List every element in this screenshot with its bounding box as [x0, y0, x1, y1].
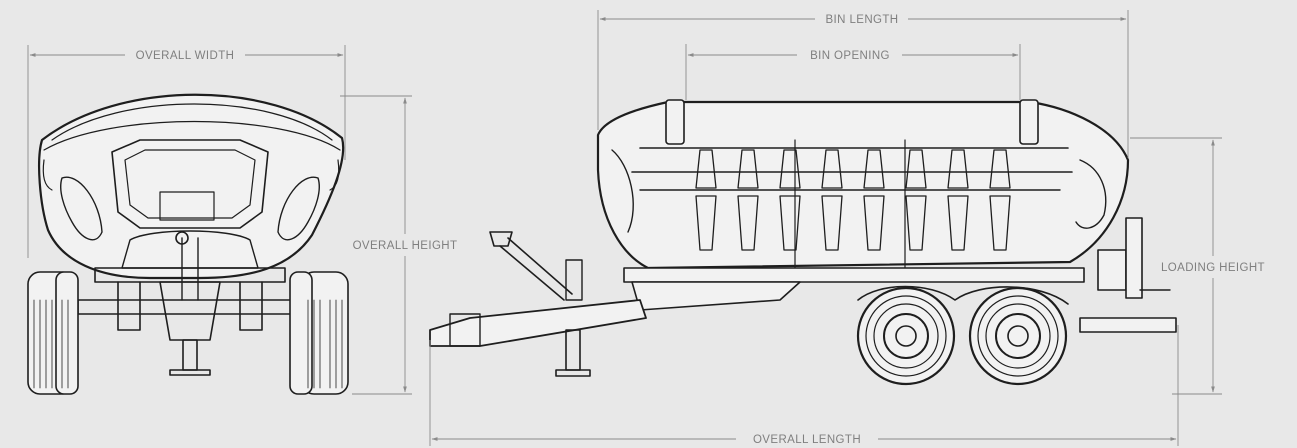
front-view-cart: [27, 93, 349, 395]
overall-height-label: OVERALL HEIGHT: [353, 240, 458, 252]
dim-overall-length: OVERALL LENGTH: [429, 325, 1179, 446]
dim-bin-opening: BIN OPENING: [685, 44, 1021, 100]
bin-opening-label: BIN OPENING: [810, 50, 890, 62]
overall-length-label: OVERALL LENGTH: [753, 434, 861, 446]
overall-width-label: OVERALL WIDTH: [136, 50, 235, 62]
loading-height-label: LOADING HEIGHT: [1161, 262, 1265, 274]
dim-overall-height: OVERALL HEIGHT: [340, 95, 458, 395]
bin-length-label: BIN LENGTH: [825, 14, 898, 26]
side-view-cart: [429, 99, 1177, 386]
wheel-rear: [968, 286, 1068, 386]
dim-bin-length: BIN LENGTH: [597, 10, 1129, 158]
dim-overall-width: OVERALL WIDTH: [27, 45, 346, 258]
wheel-front: [856, 286, 956, 386]
dim-loading-height: LOADING HEIGHT: [1130, 137, 1265, 395]
